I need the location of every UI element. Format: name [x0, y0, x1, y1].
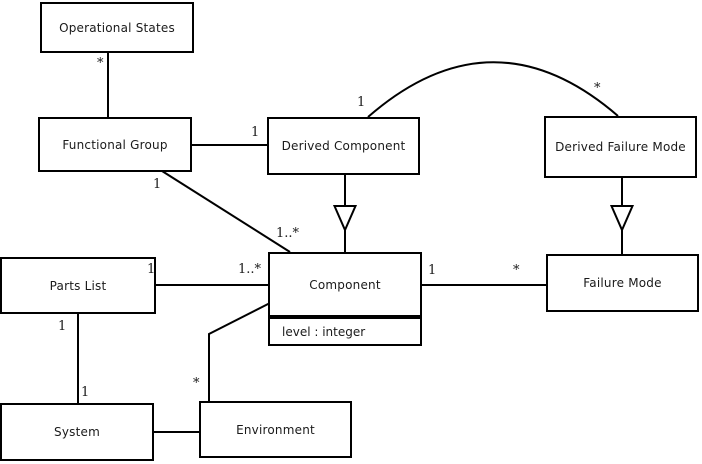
connector-derivedcomponent-derivedfailuremode-arc — [367, 61, 619, 118]
multiplicity-arc-derived-component-end: 1 — [357, 95, 366, 110]
class-name-operational-states: Operational States — [59, 20, 175, 35]
multiplicity-system-top: 1 — [81, 385, 90, 400]
class-name-derived-component: Derived Component — [281, 139, 406, 153]
generalization-triangle-failuremode — [609, 205, 635, 233]
connector-functionalgroup-component — [161, 170, 291, 253]
multiplicity-component-right: 1 — [428, 263, 437, 278]
class-component: Component level : integer — [268, 252, 422, 346]
class-component-attribute-compartment: level : integer — [270, 319, 420, 344]
multiplicity-parts-list-bottom: 1 — [58, 319, 67, 334]
class-environment: Environment — [199, 401, 352, 458]
class-operational-states: Operational States — [40, 2, 194, 53]
class-name-derived-failure-mode: Derived Failure Mode — [555, 140, 686, 154]
class-parts-list: Parts List — [0, 257, 156, 314]
class-name-failure-mode: Failure Mode — [583, 276, 662, 290]
class-name-component: Component — [309, 277, 381, 292]
class-name-environment: Environment — [236, 422, 315, 437]
connector-component-environment — [208, 302, 271, 401]
class-system: System — [0, 403, 154, 461]
multiplicity-environment-top: * — [193, 376, 200, 391]
class-derived-component: Derived Component — [267, 117, 420, 175]
class-derived-failure-mode: Derived Failure Mode — [544, 116, 697, 178]
generalization-triangle-component — [332, 205, 358, 233]
class-functional-group: Functional Group — [38, 117, 192, 172]
multiplicity-failure-mode-left: * — [513, 263, 520, 278]
class-component-name-compartment: Component — [270, 254, 420, 319]
class-name-functional-group: Functional Group — [62, 137, 168, 152]
class-failure-mode: Failure Mode — [546, 254, 699, 312]
multiplicity-component-top-left: 1..* — [276, 226, 300, 241]
multiplicity-derived-component-left: 1 — [251, 125, 260, 140]
attribute-level-integer: level : integer — [282, 324, 366, 339]
multiplicity-operational-states: * — [97, 56, 104, 71]
multiplicity-component-left: 1..* — [238, 262, 262, 277]
multiplicity-functional-group-bottom: 1 — [153, 177, 162, 192]
multiplicity-parts-list-right: 1 — [147, 262, 156, 277]
class-name-system: System — [54, 425, 100, 439]
multiplicity-arc-derived-failure-mode-end: * — [594, 81, 601, 96]
class-name-parts-list: Parts List — [49, 278, 107, 293]
